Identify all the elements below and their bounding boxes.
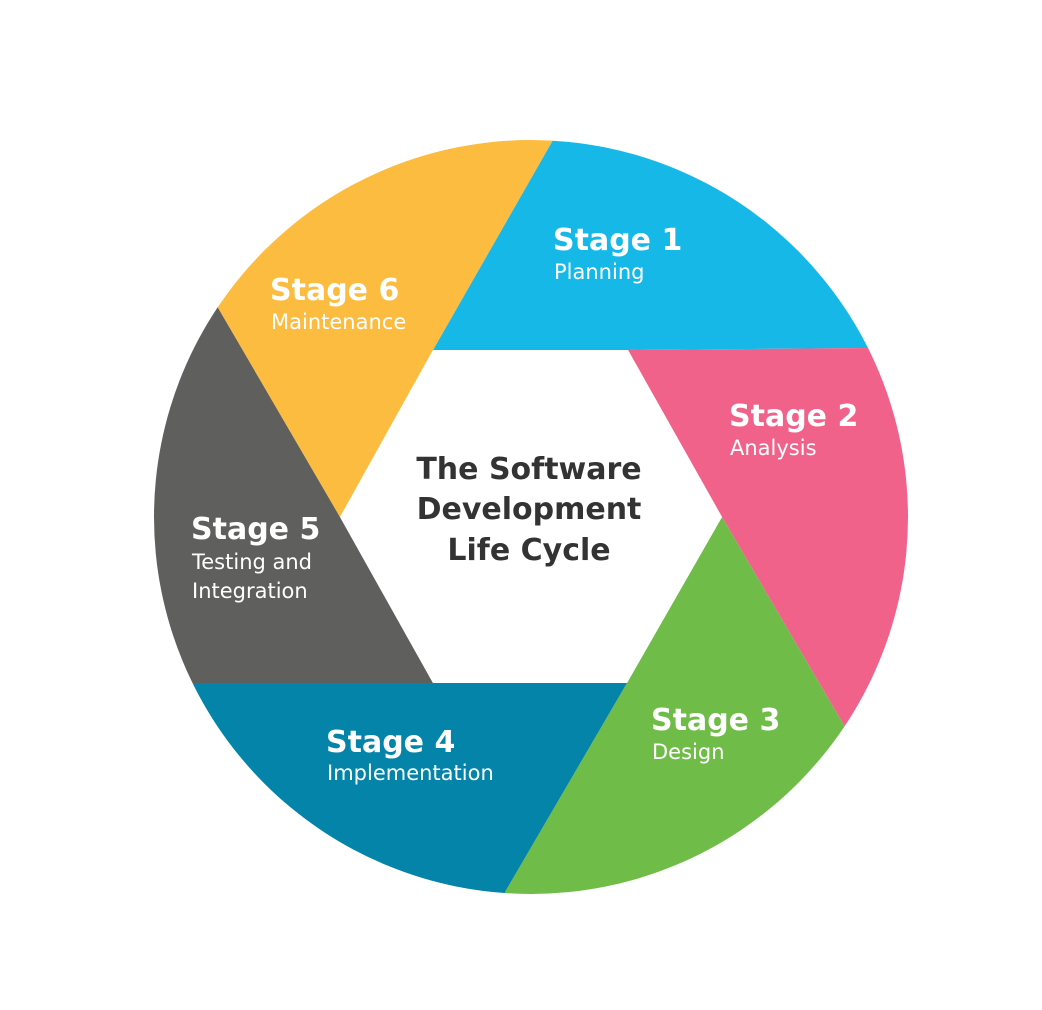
center-hexagon bbox=[340, 350, 722, 683]
stage-4-subtitle: Implementation bbox=[327, 761, 494, 785]
center-title: The Software Development Life Cycle bbox=[416, 452, 641, 568]
stage-2-title: Stage 2 bbox=[729, 399, 858, 434]
stage-6-label: Stage 6 Maintenance bbox=[270, 273, 406, 334]
stage-2-label: Stage 2 Analysis bbox=[729, 399, 858, 460]
center-title-line-3: Life Cycle bbox=[447, 533, 610, 568]
stage-5-subtitle-line-2: Integration bbox=[192, 579, 308, 603]
stage-5-title: Stage 5 bbox=[191, 512, 320, 547]
stage-4-label: Stage 4 Implementation bbox=[326, 725, 494, 785]
stage-3-title: Stage 3 bbox=[651, 703, 780, 738]
stage-1-label: Stage 1 Planning bbox=[553, 223, 682, 284]
stage-5-segment[interactable] bbox=[60, 230, 433, 683]
center-title-line-1: The Software bbox=[416, 452, 641, 487]
stage-1-subtitle: Planning bbox=[554, 260, 644, 284]
stage-3-label: Stage 3 Design bbox=[651, 703, 780, 764]
stage-6-title: Stage 6 bbox=[270, 273, 399, 308]
stage-1-title: Stage 1 bbox=[553, 223, 682, 258]
stage-5-label: Stage 5 Testing and Integration bbox=[191, 512, 320, 603]
stage-5-subtitle-line-1: Testing and bbox=[191, 550, 312, 574]
stage-4-title: Stage 4 bbox=[326, 725, 455, 760]
stage-6-subtitle: Maintenance bbox=[271, 310, 406, 334]
stage-3-subtitle: Design bbox=[652, 740, 725, 764]
stage-2-subtitle: Analysis bbox=[730, 436, 817, 460]
center-title-line-2: Development bbox=[417, 492, 642, 527]
